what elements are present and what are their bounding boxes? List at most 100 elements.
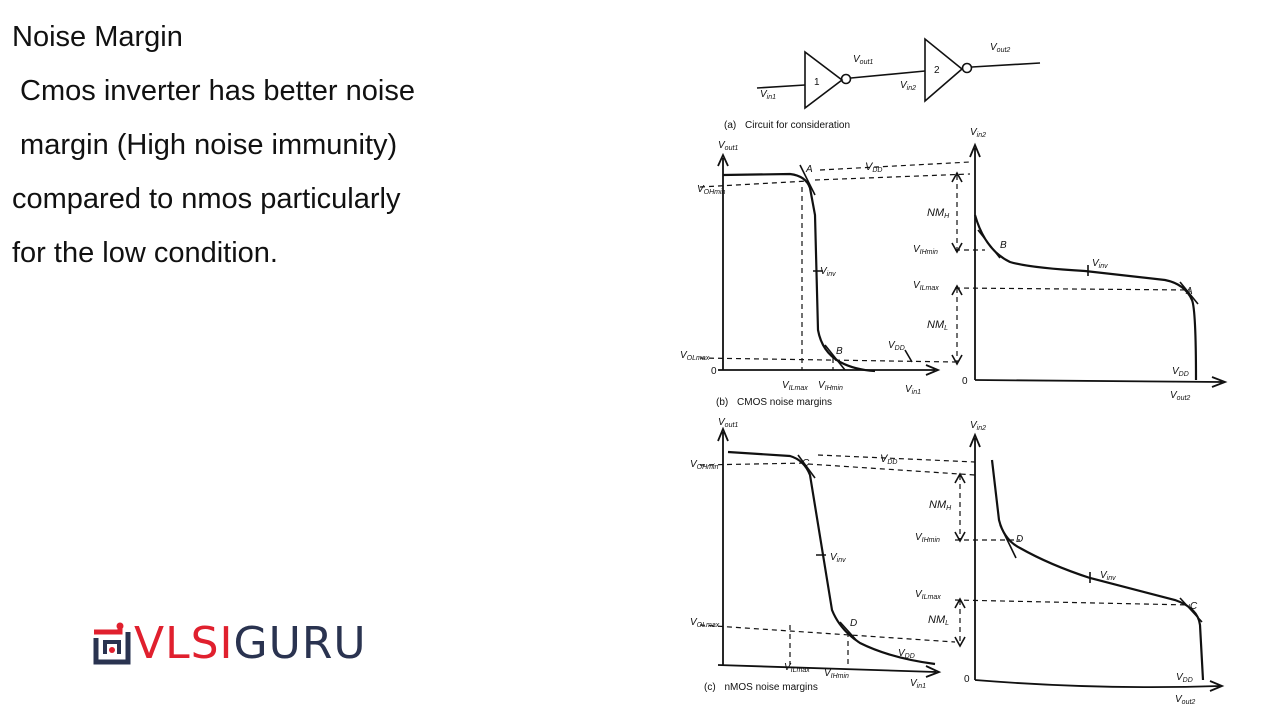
label-part: V [853, 54, 861, 65]
diagram-line [797, 454, 859, 643]
label-part: IHmin [920, 249, 938, 256]
diagram-line [756, 84, 806, 89]
label-volmax: VOLmax [690, 617, 720, 629]
label-part: V [690, 617, 698, 628]
axis-label-vout2: Vout2 [1170, 390, 1190, 402]
label-part: V [888, 340, 896, 351]
diagram-line [977, 229, 1199, 305]
diagram-line [717, 152, 729, 370]
label-nmh: NMH [929, 499, 952, 512]
diagram-line [973, 214, 1198, 381]
label-part: ILmax [789, 385, 809, 392]
label-part: DD [1179, 371, 1189, 378]
circuit-a: 1 2 Vin1 Vout1 Vin2 Vout2 (a) Circuit fo… [724, 37, 1041, 131]
label-part: V [913, 280, 921, 291]
label-vilmax: VILmax [784, 662, 810, 674]
label-vin1: Vin1 [760, 89, 776, 101]
label-part: V [697, 184, 705, 195]
diagram-line [718, 364, 941, 376]
label-vohmin: VOHmin [690, 459, 719, 471]
label-part: IHmin [831, 673, 849, 680]
label-part: V [913, 244, 921, 255]
diagram-line [699, 161, 971, 370]
label-part: (b) [716, 397, 728, 408]
label-part: IHmin [922, 537, 940, 544]
label-part: in2 [977, 132, 986, 139]
point-d: D [1016, 534, 1023, 545]
logo-chip-icon [93, 622, 131, 665]
label-vohmin: VOHmin [697, 184, 726, 196]
diagram-line [850, 70, 926, 79]
gate2-label: 2 [934, 65, 940, 76]
label-part: out1 [725, 145, 739, 152]
cmos-mirrored-plot: Vin2 NMH VIHmin VILmax NML B A Vinv VDD … [913, 127, 1228, 402]
label-part: V [820, 266, 828, 277]
label-part: V [718, 417, 726, 428]
nmos-mirrored-plot: Vin2 NMH VIHmin VILmax NML D C Vinv VDD … [915, 420, 1225, 706]
label-part: out2 [1177, 395, 1191, 402]
label-vout1: Vout1 [853, 54, 873, 66]
body-line: for the low condition. [12, 237, 278, 269]
caption-b: (b) CMOS noise margins [716, 397, 832, 408]
label-part: OLmax [697, 622, 720, 629]
label-part: V [970, 420, 978, 431]
label-vinv: Vinv [1092, 258, 1108, 270]
label-part: V [782, 380, 790, 391]
label-part: OHmin [697, 464, 719, 471]
label-vilmax: VILmax [915, 589, 941, 601]
label-part: DD [895, 345, 905, 352]
label-part: inv [827, 271, 836, 278]
axis-label-vin2: Vin2 [970, 127, 986, 139]
label-part: DD [887, 459, 897, 466]
body-line: compared to nmos particularly [12, 183, 401, 215]
label-vinv: Vinv [830, 552, 846, 564]
diagram-line [109, 647, 115, 653]
label-part: V [900, 80, 908, 91]
diagram-line [717, 426, 729, 665]
diagram-line [722, 172, 876, 373]
label-part: V [1100, 570, 1108, 581]
label-part: inv [837, 557, 846, 564]
label-part: V [990, 42, 998, 53]
label-part: V [1175, 694, 1183, 705]
axis-label-vout2: Vout2 [1175, 694, 1195, 706]
slide-title: Noise Margin [12, 21, 183, 53]
label-part: V [718, 140, 726, 151]
cmos-transfer-plot: A B Vout1 VOHmin VOLmax 0 VDD Vinv VDD V… [680, 140, 971, 408]
diagram-line [717, 664, 942, 678]
origin-label: 0 [962, 376, 968, 387]
label-part: out2 [1182, 699, 1196, 706]
label-part: in1 [767, 94, 776, 101]
vlsiguru-logo: VLSI GURU [90, 622, 367, 666]
label-nml: NML [928, 614, 949, 627]
label-part: V [1092, 258, 1100, 269]
label-vihmin: VIHmin [818, 380, 843, 392]
diagram-line [969, 432, 981, 680]
label-vdd-arrow: VDD [888, 340, 905, 352]
diagram-line [969, 142, 981, 380]
gate1-label: 1 [814, 77, 820, 88]
point-b: B [836, 346, 843, 357]
inverter-1-bubble [840, 73, 852, 85]
label-part: NM [927, 319, 945, 331]
label-part: ILmax [791, 667, 811, 674]
diagram-line [93, 632, 131, 665]
label-part: NM [928, 614, 946, 626]
diagram-line [103, 640, 121, 654]
origin-label: 0 [964, 674, 970, 685]
point-a: A [1185, 286, 1193, 297]
label-part: L [945, 620, 949, 627]
label-part: V [784, 662, 792, 673]
label-part: ILmax [922, 594, 942, 601]
inverter-1-symbol [804, 50, 844, 110]
diagram-line [727, 450, 936, 666]
diagram-line [999, 524, 1203, 623]
logo-text-guru: GURU [233, 618, 367, 669]
label-part: NM [927, 207, 945, 219]
diagram-line [954, 249, 1191, 291]
label-vout2: Vout2 [990, 42, 1010, 54]
label-vihmin: VIHmin [913, 244, 938, 256]
label-part: out2 [997, 47, 1011, 54]
label-part: L [944, 325, 948, 332]
label-volmax: VOLmax [680, 350, 710, 362]
